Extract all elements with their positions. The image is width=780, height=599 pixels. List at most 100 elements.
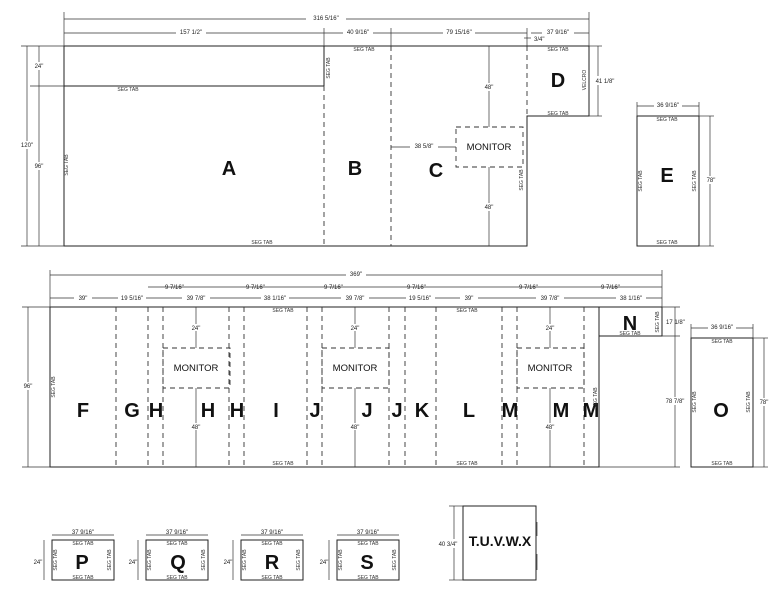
panel-m1-label: M <box>502 400 519 422</box>
top-overall-dim: 316 5/16" <box>313 16 339 22</box>
seg-tab-r-bottom: SEG TAB <box>261 575 283 581</box>
o-height-bg <box>756 398 772 406</box>
mid-monitor-2 <box>321 347 390 389</box>
mon3-bottom-dim: 48" <box>546 425 555 431</box>
mon-bottom-bg <box>481 203 497 211</box>
e-height-bg <box>703 176 719 184</box>
panel-m3-label: M <box>583 400 600 422</box>
panel-j1-label: J <box>309 400 320 422</box>
panel-tuvwx: 40 3/4" T.U.V.W.X <box>438 505 538 581</box>
q-width-dim: 37 9/16" <box>166 530 188 536</box>
m-gap2-dim: 9 7/16" <box>601 285 620 291</box>
panel-g-label: G <box>124 400 140 422</box>
mid-overall-dim: 369" <box>350 272 362 278</box>
seg-tab-s-left: SEG TAB <box>338 549 344 571</box>
seg-tab-b-top: SEG TAB <box>353 47 375 53</box>
middle-wall: 369" 9 7/16" 9 7/16" 9 7/16" 9 7/16" 9 7… <box>20 270 688 468</box>
lower-height-bg <box>31 162 47 170</box>
seg-tab-n-bottom: SEG TAB <box>619 331 641 337</box>
seg-tab-mid-top-1: SEG TAB <box>272 308 294 314</box>
seg-tab-q-bottom: SEG TAB <box>166 575 188 581</box>
s-height-dim: 24" <box>320 560 329 566</box>
panel-m2-label: M <box>553 400 570 422</box>
seg-tab-n-right: SEG TAB <box>655 311 661 333</box>
b-width-dim: 40 9/16" <box>347 30 369 36</box>
panel-r-outline <box>240 539 304 581</box>
j-width-dim: 39 7/8" <box>346 296 365 302</box>
l-width-dim: 39" <box>465 296 474 302</box>
seg-tab-d-top: SEG TAB <box>547 47 569 53</box>
gap-dim: 3/4" <box>534 37 544 43</box>
panel-q: 37 9/16" 24" Q SEG TAB SEG TAB SEG TAB S… <box>129 530 209 581</box>
o-width-bg <box>708 323 736 331</box>
seg-tab-r-left: SEG TAB <box>242 549 248 571</box>
mon-side-bg <box>410 142 438 150</box>
seg-tab-a-top: SEG TAB <box>117 87 139 93</box>
mon2-bottom-dim: 48" <box>351 425 360 431</box>
mon2-top-bg <box>347 324 363 331</box>
a-width-dim: 157 1/2" <box>180 30 202 36</box>
mon1-bottom-dim: 48" <box>192 425 201 431</box>
panel-f-label: F <box>77 400 89 422</box>
seg-tab-mid-bottom-2: SEG TAB <box>456 461 478 467</box>
mon1-top-dim: 24" <box>192 326 201 332</box>
seg-tab-r-top: SEG TAB <box>261 541 283 547</box>
seg-tab-q-right: SEG TAB <box>201 549 207 571</box>
panel-e-label: E <box>660 165 673 187</box>
p-height-dim: 24" <box>34 560 43 566</box>
mid-monitor-2-label: MONITOR <box>333 363 378 374</box>
seg-tab-s-bottom: SEG TAB <box>357 575 379 581</box>
mid-overall-bg <box>346 270 366 278</box>
o-height-dim: 78" <box>760 400 769 406</box>
panel-p-outline <box>51 539 115 581</box>
c-width-dim: 79 15/16" <box>446 30 472 36</box>
panel-h1-label: H <box>149 400 163 422</box>
seg-tab-o-top: SEG TAB <box>711 339 733 345</box>
top-drop-bg <box>31 62 47 70</box>
seg-tab-p-right: SEG TAB <box>107 549 113 571</box>
mid-monitor-1 <box>162 347 231 389</box>
seg-tab-o-left: SEG TAB <box>692 391 698 413</box>
seg-tab-r-right: SEG TAB <box>296 549 302 571</box>
j-width-bg <box>341 294 369 301</box>
mon3-top-bg <box>542 324 558 331</box>
m-width-bg <box>536 294 564 301</box>
seg-tab-s-right: SEG TAB <box>392 549 398 571</box>
panel-d-label: D <box>551 70 565 92</box>
mid-monitor-1-label: MONITOR <box>174 363 219 374</box>
lower-height-dim: 96" <box>35 164 44 170</box>
panel-j2-label: J <box>361 400 372 422</box>
seg-tab-e-right: SEG TAB <box>692 170 698 192</box>
seg-tab-b-left: SEG TAB <box>326 57 332 79</box>
panel-tuvwx-label: T.U.V.W.X <box>469 533 532 549</box>
e-width-bg <box>654 101 682 109</box>
mid-monitor-3 <box>516 347 585 389</box>
tuvwx-height-bg <box>438 539 462 548</box>
panel-i-label: I <box>273 400 279 422</box>
panel-h3-label: H <box>230 400 244 422</box>
seg-tab-o-right: SEG TAB <box>746 391 752 413</box>
right-height-dim: 78 7/8" <box>666 399 685 405</box>
panel-o-label: O <box>713 400 729 422</box>
seg-tab-e-top: SEG TAB <box>656 117 678 123</box>
q-height-dim: 24" <box>129 560 138 566</box>
top-monitor-label: MONITOR <box>467 142 512 153</box>
mon3-bottom-bg <box>542 423 558 430</box>
top-mon-top-dim: 48" <box>485 85 494 91</box>
h-gap2-dim: 9 7/16" <box>246 285 265 291</box>
seg-tab-e-left: SEG TAB <box>638 170 644 192</box>
r-height-dim: 24" <box>224 560 233 566</box>
seg-tab-s-top: SEG TAB <box>357 541 379 547</box>
panel-s-outline <box>336 539 400 581</box>
panel-r-label: R <box>265 552 280 574</box>
seg-tab-q-left: SEG TAB <box>147 549 153 571</box>
f-width-bg <box>74 294 92 301</box>
i-width-bg <box>261 294 289 301</box>
seg-tab-q-top: SEG TAB <box>166 541 188 547</box>
f-width-dim: 39" <box>79 296 88 302</box>
top-drop-dim: 24" <box>35 64 44 70</box>
m-width-dim: 39 7/8" <box>541 296 560 302</box>
top-mon-bottom-dim: 48" <box>485 205 494 211</box>
seg-tab-o-bottom: SEG TAB <box>711 461 733 467</box>
e-width-dim: 36 9/16" <box>657 103 679 109</box>
